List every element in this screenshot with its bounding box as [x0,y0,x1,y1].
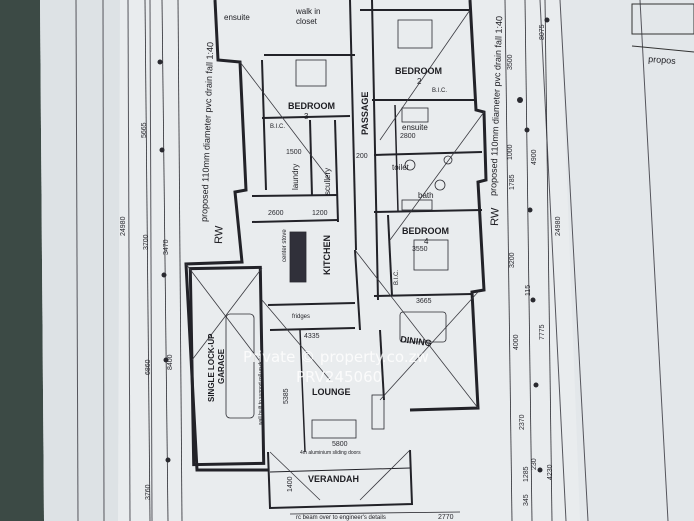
dim-1785: 1785 [509,174,516,190]
dim-2770: 2770 [438,514,454,521]
dim-1200: 1200 [312,210,328,217]
room-label-scullery: scullery [323,168,332,195]
dim-3200: 3200 [509,252,516,268]
dim-5665: 5665 [141,122,148,138]
room-label-garage-line1: SINGLE LOCK-UP [207,333,216,402]
room-labels: BEDROOM 2 BEDROOM 3 BEDROOM 4 PASSAGE en… [207,7,449,484]
room-label-garage-line2: GARAGE [217,348,226,384]
dim-230: 230 [531,458,538,470]
room-label-closet: closet [296,17,318,26]
dim-24980-right: 24980 [555,216,562,236]
roof-hip-lines [185,9,485,501]
label-fridges: fridges [292,314,310,320]
room-label-verandah: VERANDAH [308,474,359,484]
room-label-bath: bath [418,191,434,200]
note-rw-right: RW [489,207,502,226]
dim-1400: 1400 [287,476,294,492]
dim-3470: 3470 [163,239,170,255]
room-number-3: 3 [304,112,309,121]
note-rw-left: RW [213,225,226,244]
dim-2370: 2370 [519,414,526,430]
dim-3550: 3550 [412,246,428,253]
dim-5385: 5385 [283,388,290,404]
watermark: Private © property.co.zw PRV245060 [243,348,429,386]
room-label-kitchen: KITCHEN [322,235,332,275]
edge-label-propos: propos [648,54,677,66]
dim-3665: 3665 [416,298,432,305]
room-label-ensuite-mid: ensuite [402,123,428,132]
dim-24980-left: 24980 [120,216,127,236]
room-label-lounge: LOUNGE [312,387,351,397]
dimension-lines [144,0,553,521]
note-beam: rc beam over to engineer's details [296,515,386,521]
dim-4900: 4900 [531,149,538,165]
dim-2600: 2600 [268,210,284,217]
dim-4000: 4000 [513,334,520,350]
watermark-line1: Private © property.co.zw [243,348,429,366]
fixtures [225,19,453,439]
dim-1000: 1000 [507,144,514,160]
dimension-ticks [157,17,550,473]
dim-3700: 3700 [143,234,150,250]
room-label-toilet: toilet [392,163,410,172]
right-edge-drawing: propos [631,3,694,66]
label-bic-2: B.I.C. [432,88,447,94]
room-label-dining: DINING [400,334,433,348]
note-sliding-door: 4m aluminium sliding doors [300,450,361,456]
building-walls [184,0,488,510]
dim-4230: 4230 [547,464,554,480]
room-label-ensuite-top: ensuite [224,13,250,22]
note-garage-wall: wall built to support roll up door [258,355,264,425]
room-label-laundry: laundry [291,164,300,190]
room-label-bedroom-3: BEDROOM [288,101,335,111]
sheet-frame-lines [75,0,669,521]
dim-4335: 4335 [304,333,320,340]
dim-345: 345 [523,494,530,506]
room-number-2: 2 [417,77,422,86]
dim-115: 115 [525,285,532,296]
dim-7775: 7775 [539,324,546,340]
paper-sheet [40,0,694,521]
watermark-line2: PRV245060 [296,368,382,386]
dim-3500: 3500 [507,54,514,70]
dim-2800: 2800 [400,133,416,140]
dimension-labels: 24980 24980 3760 6860 3700 5665 2600 350… [120,24,562,521]
dim-6860: 6860 [145,359,152,375]
room-label-walkin: walk in [295,7,320,16]
label-bic-1: B.I.C. [270,124,285,130]
dim-200: 200 [356,153,368,160]
dim-5800: 5800 [332,441,348,448]
dim-8400: 8400 [167,354,174,370]
dim-1285: 1285 [523,466,530,482]
room-label-bedroom-2: BEDROOM [395,66,442,76]
dim-8075: 8075 [539,24,546,40]
dim-3760: 3760 [145,484,152,500]
room-label-bedroom-4: BEDROOM [402,226,449,236]
room-number-4: 4 [424,237,429,246]
dim-1500: 1500 [286,149,302,156]
label-bic-3: B.I.C. [394,270,400,285]
room-label-passage: PASSAGE [360,92,370,135]
label-center-stove: center stove [282,229,288,262]
